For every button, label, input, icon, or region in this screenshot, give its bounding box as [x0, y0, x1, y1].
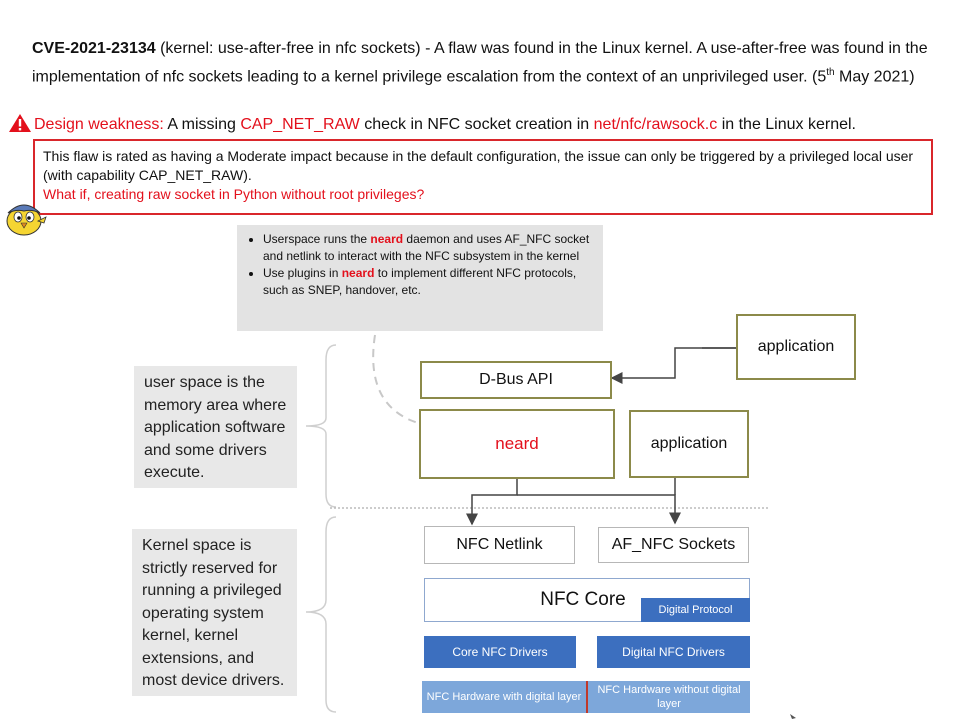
kernel-space-brace: [305, 516, 337, 713]
weakness-text-b: check in NFC socket creation in: [359, 116, 594, 133]
app-to-dbus-arrow: [610, 347, 755, 384]
nfc-netlink-label: NFC Netlink: [456, 536, 543, 553]
dbus-api-box: D-Bus API: [420, 361, 612, 399]
user-space-brace: [305, 344, 337, 508]
neard-keyword: neard: [370, 232, 404, 246]
dbus-api-label: D-Bus API: [479, 371, 553, 388]
digital-protocol-label: Digital Protocol: [658, 604, 733, 616]
digital-nfc-drivers-box: Digital NFC Drivers: [597, 636, 750, 668]
kernel-space-note: Kernel space is strictly reserved for ru…: [132, 529, 297, 696]
hardware-digital-label: NFC Hardware with digital layer: [426, 691, 582, 703]
bullet-text: Use plugins in: [263, 266, 342, 280]
cve-description: (kernel: use-after-free in nfc sockets) …: [32, 40, 928, 86]
cve-id: CVE-2021-23134: [32, 40, 156, 57]
neard-to-afnfc-arrow: [517, 494, 681, 525]
neard-keyword: neard: [341, 266, 375, 280]
corner-mark: [790, 714, 796, 719]
warning-icon: [8, 113, 32, 141]
design-weakness-line: Design weakness: A missing CAP_NET_RAW c…: [8, 113, 948, 141]
neard-bullet-box: Userspace runs the neard daemon and uses…: [237, 225, 603, 331]
core-nfc-drivers-box: Core NFC Drivers: [424, 636, 576, 668]
core-nfc-drivers-label: Core NFC Drivers: [452, 645, 548, 659]
weakness-text-c: in the Linux kernel.: [717, 116, 856, 133]
hardware-no-digital-label: NFC Hardware without digital layer: [597, 684, 741, 710]
application-top-label: application: [757, 338, 835, 355]
cve-date-superscript: th: [826, 67, 835, 78]
hardware-digital-box: NFC Hardware with digital layer: [422, 681, 586, 713]
application-mid-label: application: [650, 435, 728, 452]
bullet-text: to implement different NFC protocols, su…: [263, 266, 577, 297]
cve-date-suffix: May 2021): [834, 68, 915, 86]
application-top-box: application: [736, 314, 856, 380]
neard-label: neard: [495, 434, 539, 453]
cartoon-bird-icon: [2, 197, 50, 237]
af-nfc-sockets-box: AF_NFC Sockets: [598, 527, 749, 563]
cve-heading: CVE-2021-23134 (kernel: use-after-free i…: [32, 37, 942, 89]
digital-protocol-box: Digital Protocol: [641, 598, 750, 622]
weakness-label: Design weakness:: [34, 116, 164, 133]
neard-bullet-list: Userspace runs the neard daemon and uses…: [247, 231, 593, 299]
nfc-netlink-box: NFC Netlink: [424, 526, 575, 564]
bullet-item: Userspace runs the neard daemon and uses…: [263, 231, 593, 265]
bullet-text: Userspace runs the: [263, 232, 371, 246]
neard-box: neard: [419, 409, 615, 479]
cap-net-raw: CAP_NET_RAW: [240, 116, 360, 133]
neard-to-netlink-arrow: [466, 478, 518, 526]
rawsock-file: net/nfc/rawsock.c: [593, 116, 718, 133]
hardware-no-digital-box: NFC Hardware without digital layer: [586, 681, 750, 713]
raw-socket-question: What if, creating raw socket in Python w…: [43, 186, 425, 202]
user-space-note: user space is the memory area where appl…: [134, 366, 297, 488]
weakness-text-a: A missing: [163, 116, 241, 133]
impact-note-text: This flaw is rated as having a Moderate …: [43, 148, 914, 183]
af-nfc-sockets-label: AF_NFC Sockets: [611, 536, 736, 553]
impact-note-box: This flaw is rated as having a Moderate …: [33, 139, 933, 215]
nfc-core-label: NFC Core: [540, 589, 626, 610]
application-mid-box: application: [629, 410, 749, 478]
bullet-item: Use plugins in neard to implement differ…: [263, 265, 593, 299]
digital-nfc-drivers-label: Digital NFC Drivers: [622, 645, 725, 659]
bullet-text: daemon and uses AF_NFC socket and netlin…: [263, 232, 590, 263]
